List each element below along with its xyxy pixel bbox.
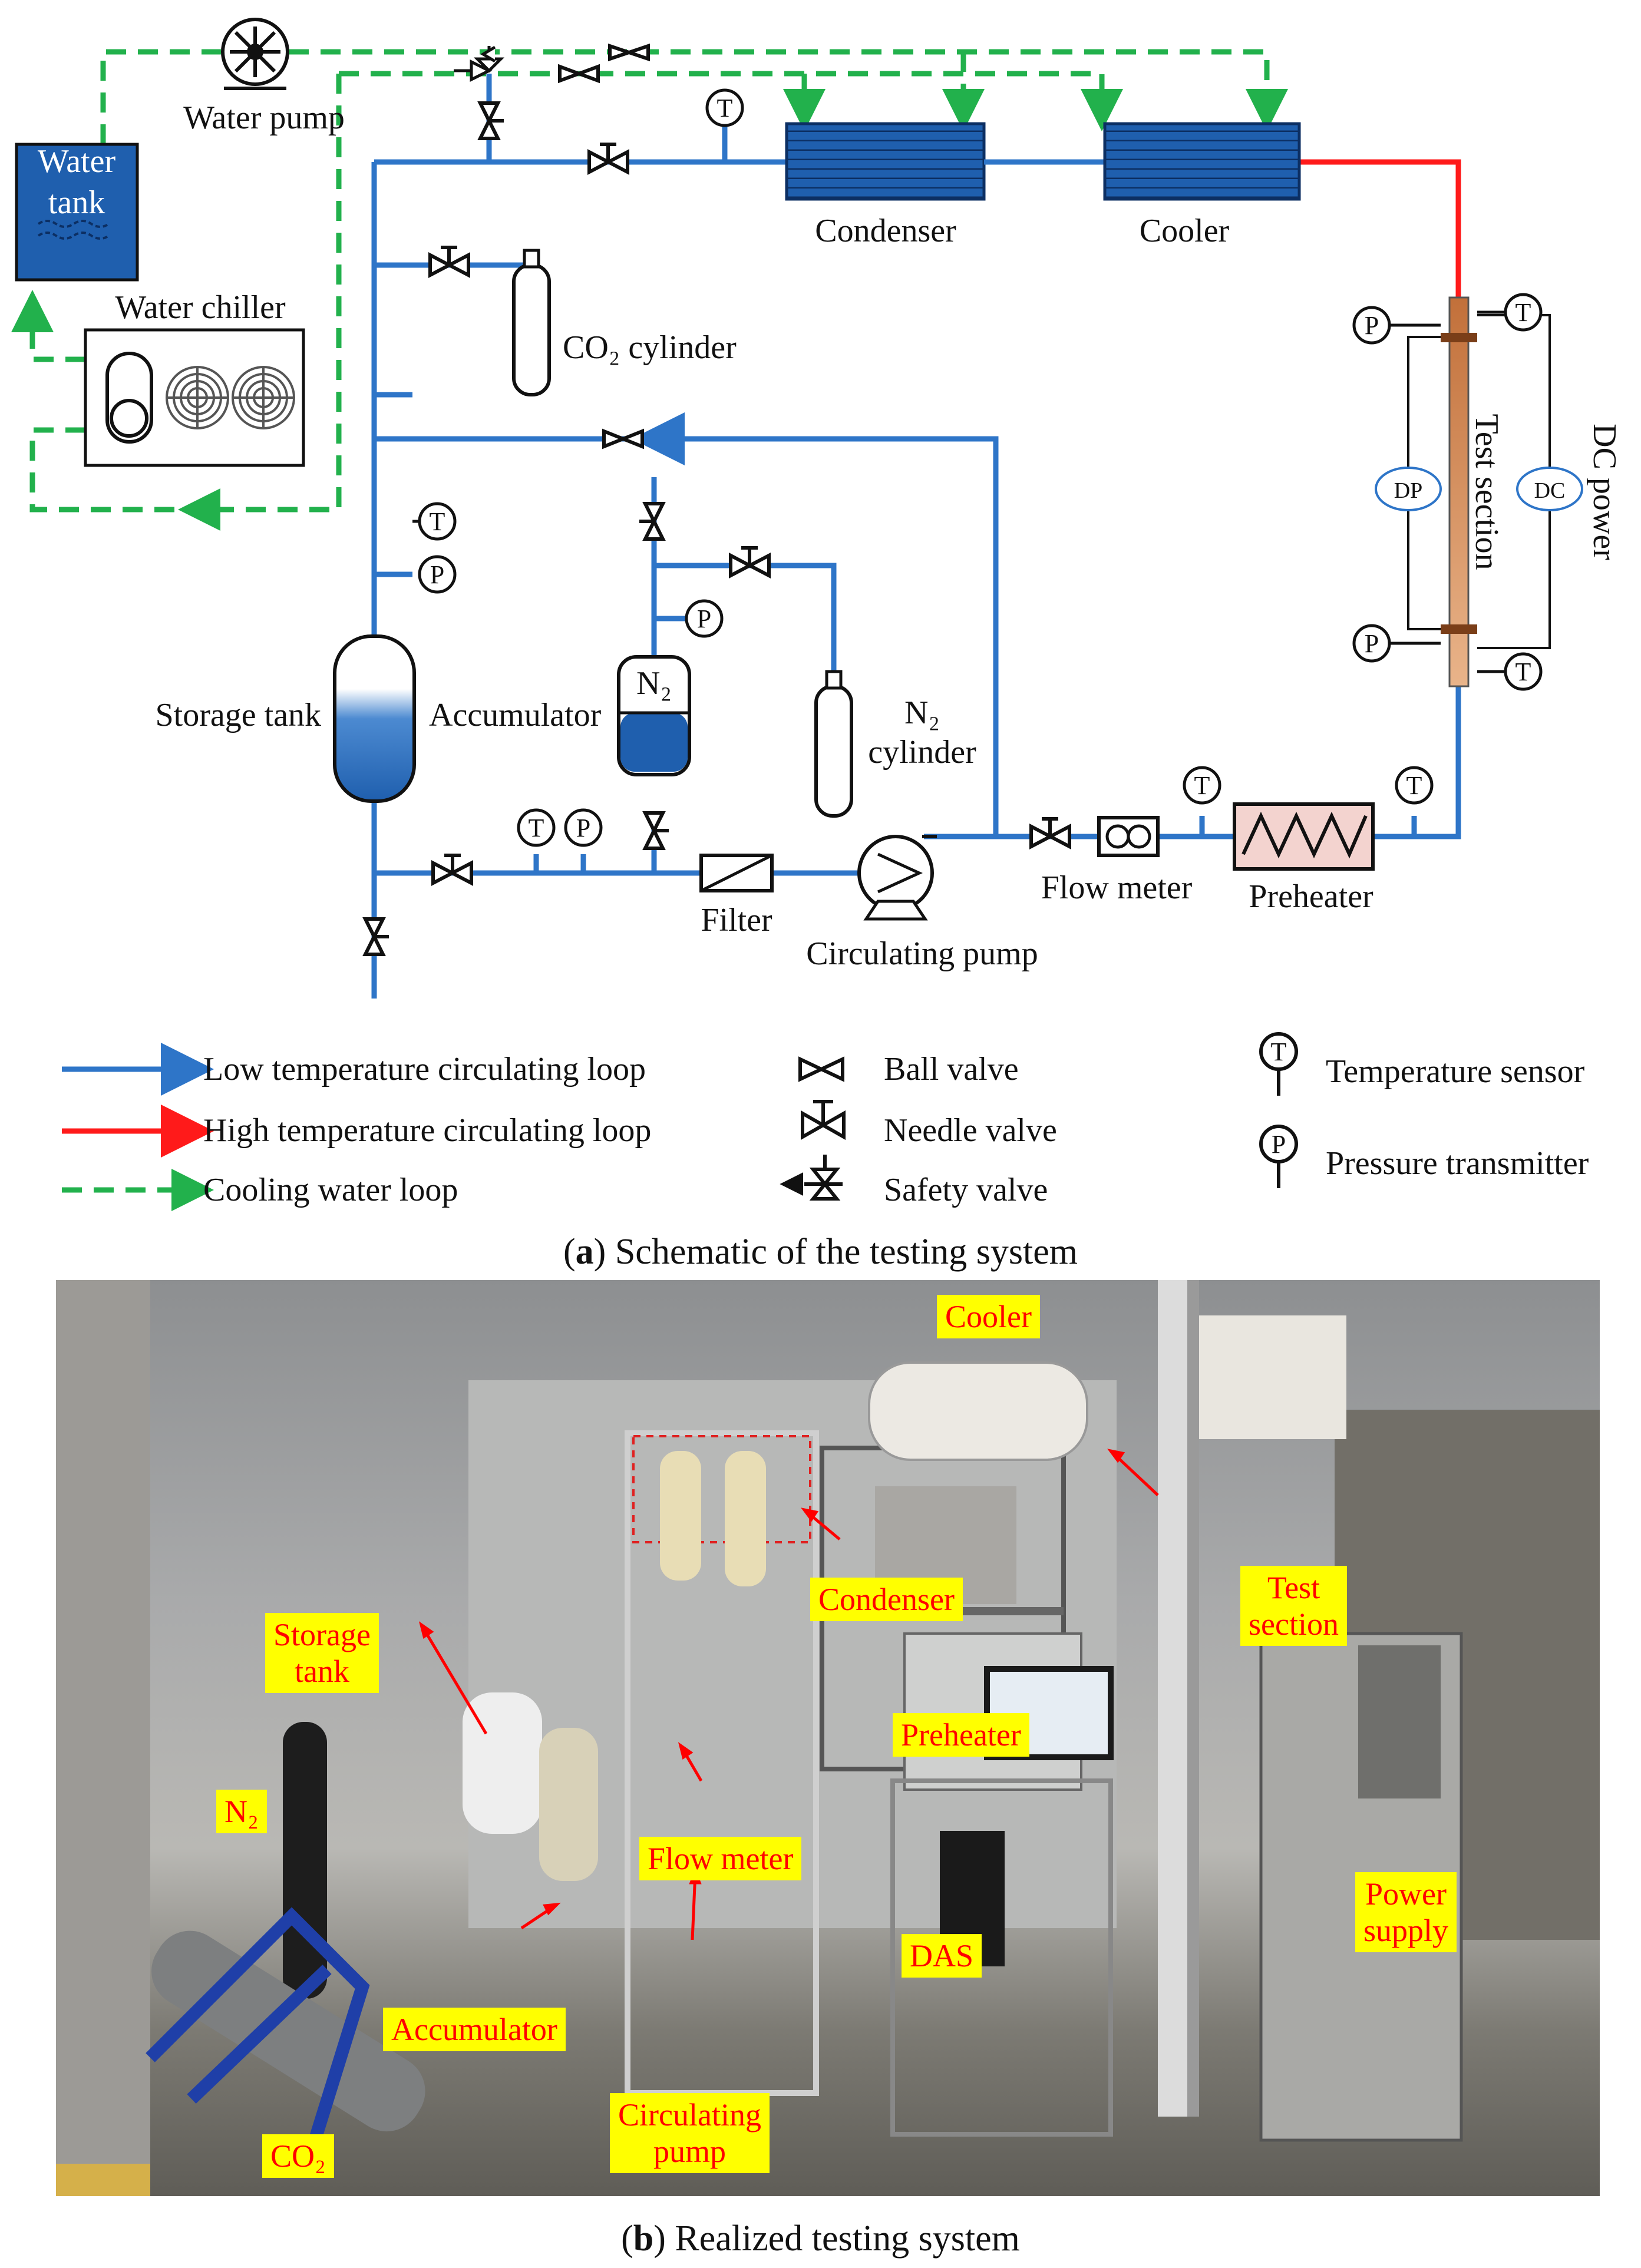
accumulator-label: Accumulator <box>429 697 602 733</box>
svg-text:T: T <box>1194 771 1210 800</box>
n2-cylinder-label-1: N₂ <box>904 695 940 731</box>
n2-cylinder-label-2: cylinder <box>868 734 976 771</box>
schematic-diagram: T T P P T P T T T P P T Water tank Water… <box>11 18 1623 1211</box>
needle-valve-icon <box>428 246 470 278</box>
circulating-pump-label: Circulating pump <box>806 935 1038 972</box>
photo-label-condenser: Condenser <box>810 1578 963 1622</box>
n2-cylinder <box>814 670 853 818</box>
legend: T P Low temperature circulating loop Hig… <box>62 1032 1589 1211</box>
photo-label-cooler: Cooler <box>937 1295 1040 1339</box>
preheater-label: Preheater <box>1249 878 1373 915</box>
storage-tank-label: Storage tank <box>156 697 321 733</box>
flow-meter-label: Flow meter <box>1041 869 1193 906</box>
photo-label-das: DAS <box>902 1934 982 1978</box>
cooler-label: Cooler <box>1140 213 1230 249</box>
high-temperature-loop <box>1299 159 1461 297</box>
needle-valve-icon <box>1029 817 1071 849</box>
circulating-pump-icon <box>857 835 937 921</box>
caption-b: (b) Realized testing system <box>621 2219 1020 2259</box>
legend-high-loop: High temperature circulating loop <box>203 1112 651 1149</box>
filter-label: Filter <box>701 902 772 938</box>
sensor-symbols <box>412 88 1543 847</box>
legend-temp-sensor: Temperature sensor <box>1326 1053 1585 1090</box>
safety-valve-icon <box>454 45 505 82</box>
water-chiller-label: Water chiller <box>115 289 286 326</box>
svg-text:T: T <box>1515 298 1531 327</box>
photo-label-n2: N₂ <box>216 1790 267 1834</box>
photo-label-flow-meter: Flow meter <box>639 1837 802 1881</box>
condenser-unit <box>785 122 986 201</box>
svg-text:T: T <box>1515 657 1531 686</box>
co2-cylinder-label: CO₂ cylinder <box>563 329 737 366</box>
co2-cylinder <box>512 249 551 396</box>
cooler-unit <box>1103 122 1301 201</box>
needle-valve-icon <box>642 811 669 850</box>
svg-text:T: T <box>529 814 544 842</box>
legend-needle-valve: Needle valve <box>884 1112 1057 1149</box>
photo-label-accumulator: Accumulator <box>383 2008 566 2052</box>
water-chiller <box>84 328 305 467</box>
needle-valve-icon <box>362 917 389 956</box>
legend-safety-valve: Safety valve <box>884 1172 1048 1208</box>
water-tank-label-1: Water <box>38 143 116 180</box>
legend-pressure-tx: Pressure transmitter <box>1326 1145 1589 1182</box>
svg-text:T: T <box>1406 771 1422 800</box>
dc-label: DC <box>1534 478 1566 503</box>
sensor-letters: T T P P T P T T T P P T <box>430 94 1531 842</box>
accumulator-vessel <box>617 655 691 776</box>
svg-text:T: T <box>430 507 445 536</box>
svg-text:P: P <box>1365 629 1379 658</box>
filter-unit <box>699 854 774 892</box>
legend-cooling-loop: Cooling water loop <box>203 1172 458 1208</box>
photo-label-preheater: Preheater <box>893 1713 1029 1757</box>
legend-low-loop: Low temperature circulating loop <box>203 1051 646 1087</box>
preheater-unit <box>1233 802 1375 871</box>
water-pump-label: Water pump <box>183 100 345 136</box>
dc-power-label: DC power <box>1586 424 1623 560</box>
legend-ball-valve: Ball valve <box>884 1051 1019 1087</box>
needle-valve-icon <box>639 502 666 541</box>
svg-text:P: P <box>576 814 590 842</box>
storage-tank <box>333 634 416 803</box>
water-tank-label-2: tank <box>48 184 105 221</box>
needle-valve-icon <box>477 101 504 140</box>
needle-valve-icon <box>729 546 771 578</box>
svg-text:T: T <box>1271 1037 1287 1066</box>
needle-valve-icon <box>587 143 629 175</box>
svg-text:T: T <box>717 94 733 123</box>
svg-text:P: P <box>1272 1130 1286 1159</box>
svg-text:P: P <box>430 560 444 589</box>
svg-text:P: P <box>697 604 711 633</box>
dp-label: DP <box>1394 478 1423 503</box>
caption-a: (a) Schematic of the testing system <box>563 1232 1078 1272</box>
n2-label: N₂ <box>636 665 672 702</box>
water-pump-icon <box>221 18 289 90</box>
flow-meter-icon <box>1097 816 1160 857</box>
ball-valve-icon <box>602 428 644 449</box>
test-section <box>1375 296 1583 687</box>
needle-valve-icon <box>431 854 473 886</box>
condenser-label: Condenser <box>815 213 956 249</box>
svg-text:P: P <box>1365 311 1379 340</box>
photo-label-co2: CO₂ <box>262 2134 334 2178</box>
water-tank <box>15 143 139 282</box>
test-section-label: Test section <box>1468 414 1505 570</box>
ball-valve-icon <box>558 43 650 84</box>
